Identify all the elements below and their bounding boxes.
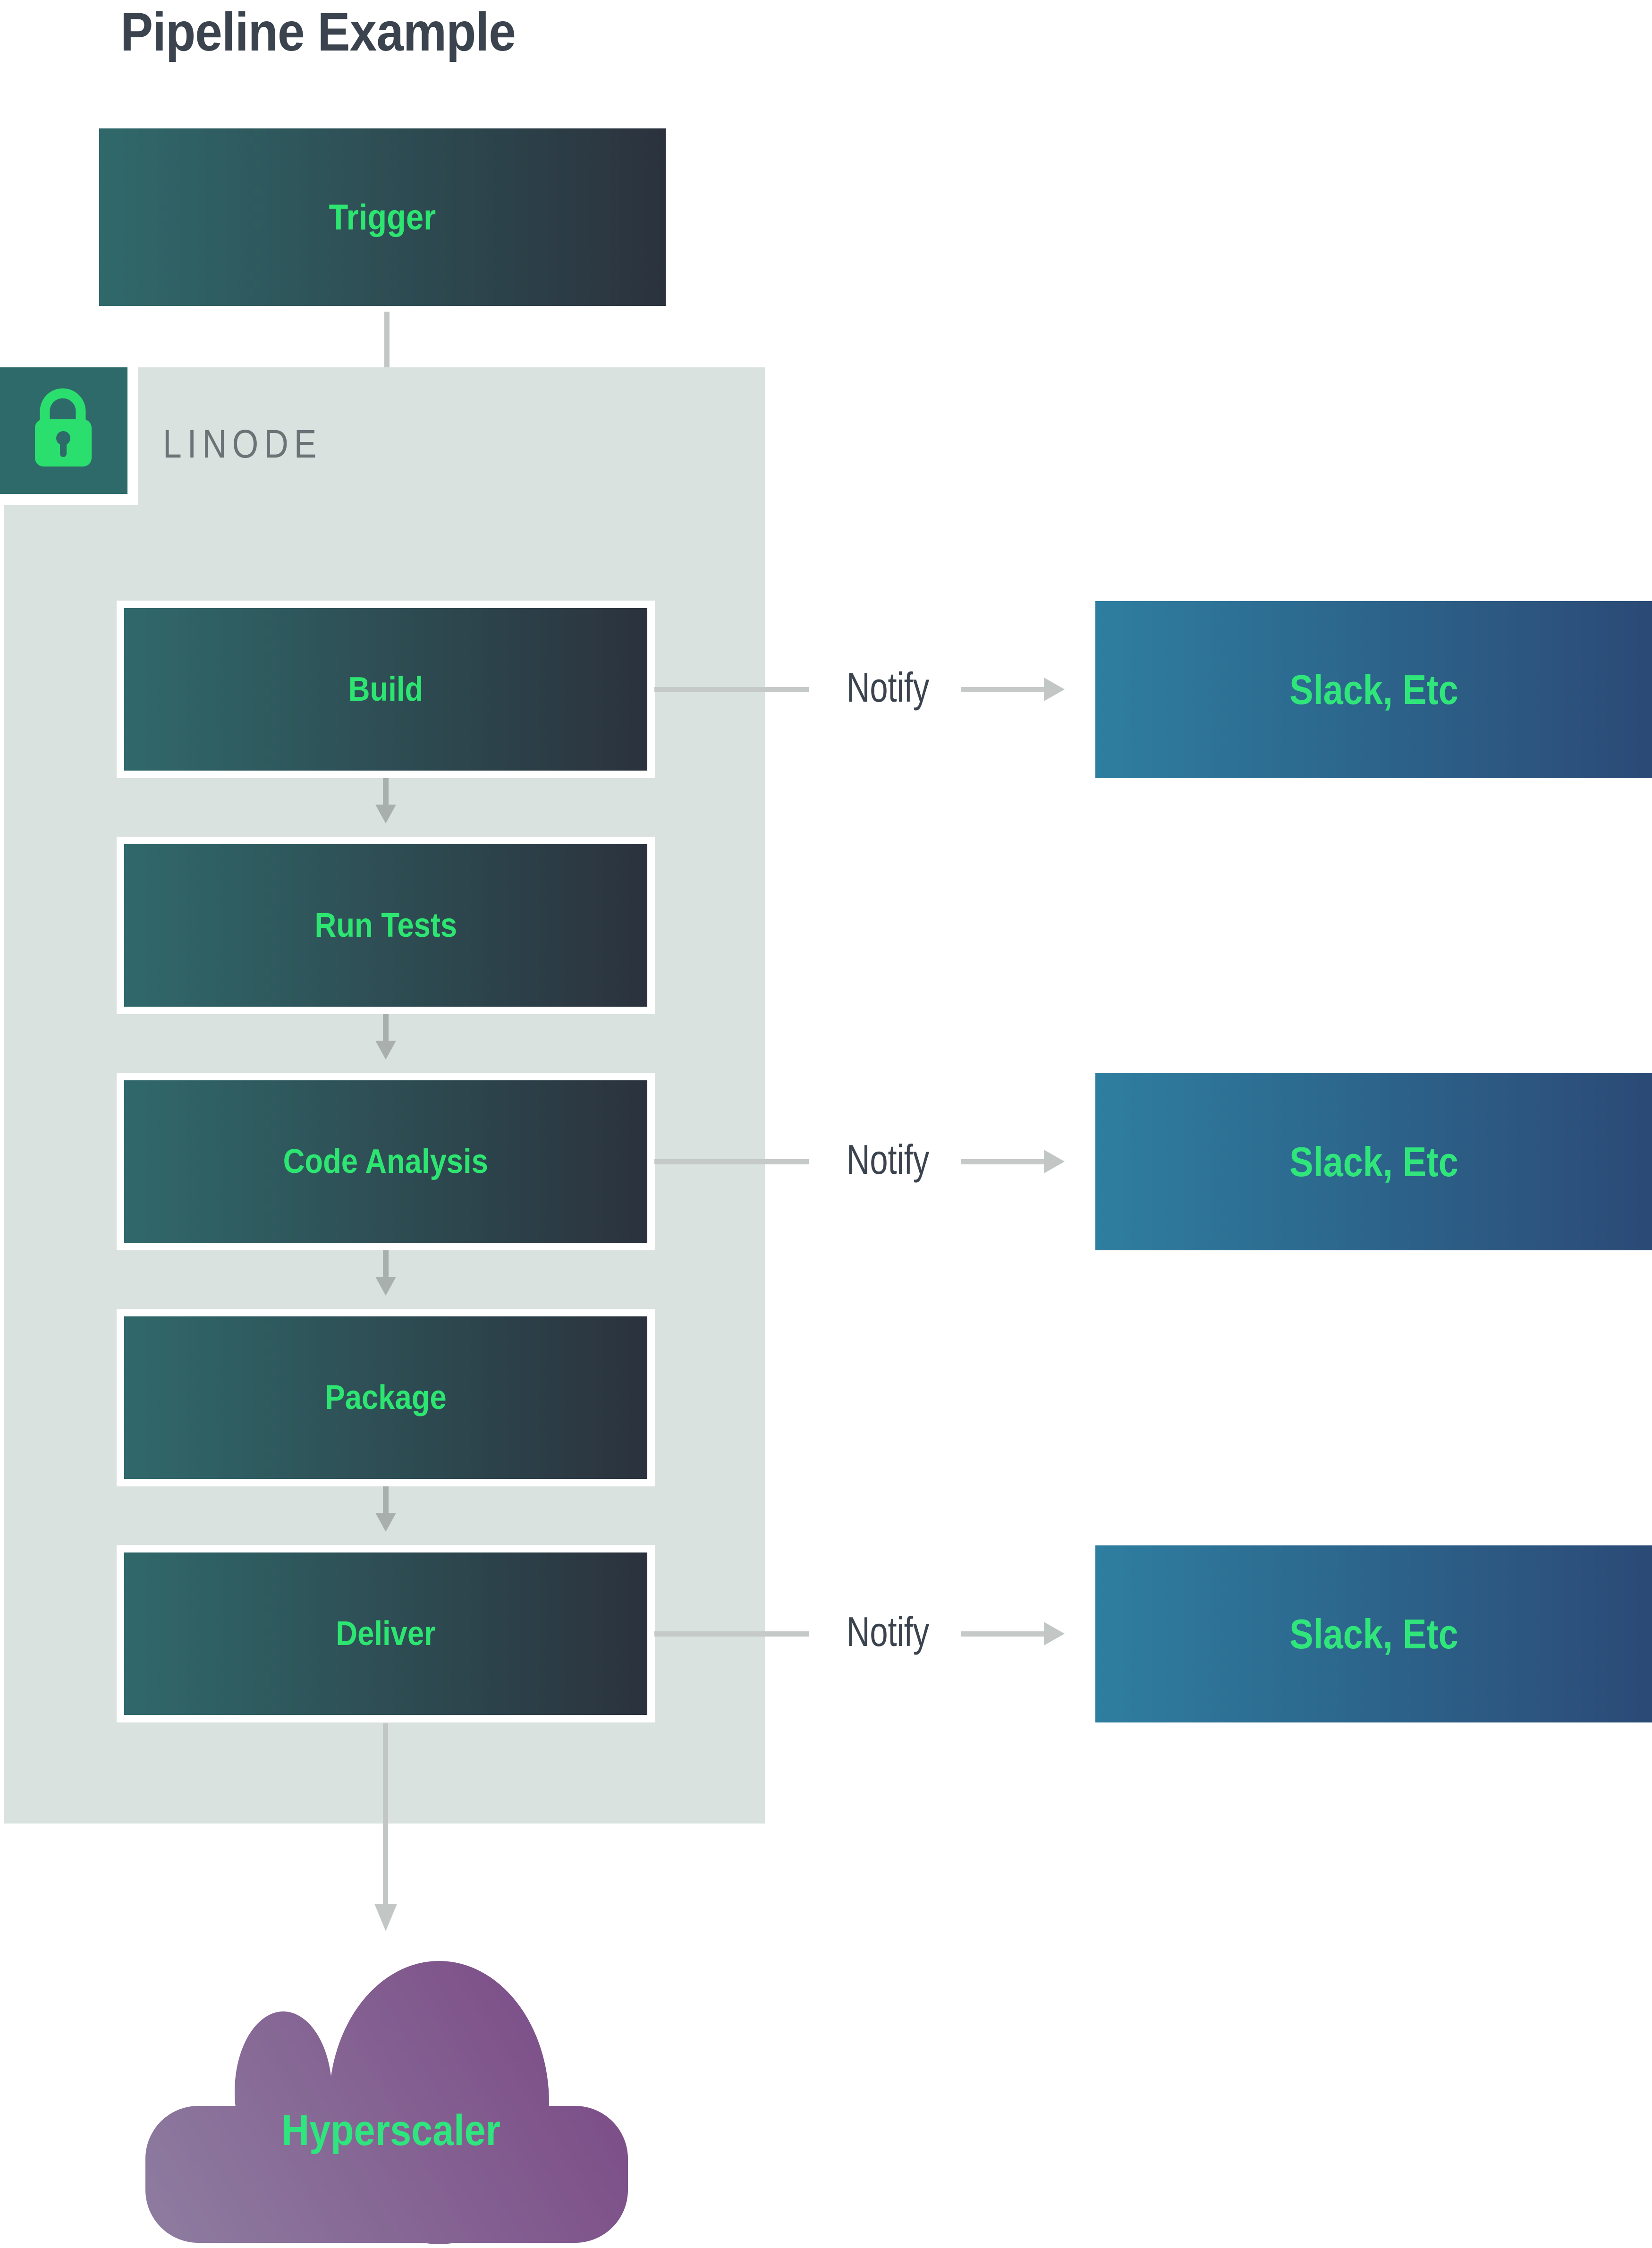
stage-label-build: Build <box>348 670 424 708</box>
linode-label: LINODE <box>163 422 322 466</box>
notify-label-codeanalysis: Notify <box>846 1136 929 1183</box>
stage-node-deliver: Deliver <box>117 1545 655 1722</box>
lock-icon <box>35 388 92 467</box>
slack-label-deliver: Slack, Etc <box>1289 1610 1458 1657</box>
arrow-package-to-deliver <box>383 1486 389 1513</box>
notify-arrow-build-head-icon <box>1044 678 1065 701</box>
notify-arrow-build <box>961 687 1044 692</box>
page-title: Pipeline Example <box>120 2 516 62</box>
stage-label-run-tests: Run Tests <box>314 907 457 944</box>
notify-label-deliver: Notify <box>846 1608 929 1655</box>
slack-node-build: Slack, Etc <box>1095 601 1652 778</box>
stage-label-deliver: Deliver <box>336 1615 436 1653</box>
slack-node-deliver: Slack, Etc <box>1095 1545 1652 1722</box>
notify-arrow-codeanalysis <box>961 1159 1044 1164</box>
arrow-deliver-to-cloud-head-icon <box>374 1904 397 1931</box>
notify-line-deliver <box>654 1631 809 1637</box>
trigger-node: Trigger <box>99 128 666 306</box>
stage-label-code-analysis: Code Analysis <box>283 1143 489 1180</box>
notify-line-codeanalysis <box>654 1159 809 1164</box>
notify-arrow-deliver-head-icon <box>1044 1622 1065 1646</box>
arrow-build-to-runtests-head-icon <box>375 805 396 823</box>
arrow-runtests-to-codeanalysis-head-icon <box>375 1041 396 1060</box>
arrow-package-to-deliver-head-icon <box>375 1513 396 1532</box>
stage-node-package: Package <box>117 1309 655 1486</box>
arrow-deliver-to-cloud <box>383 1723 388 1904</box>
arrow-build-to-runtests <box>383 778 389 805</box>
slack-node-codeanalysis: Slack, Etc <box>1095 1073 1652 1250</box>
stage-label-package: Package <box>325 1379 447 1417</box>
arrow-codeanalysis-to-package-head-icon <box>375 1277 396 1296</box>
arrow-codeanalysis-to-package <box>383 1250 389 1277</box>
notify-label-build: Notify <box>846 664 929 711</box>
slack-label-codeanalysis: Slack, Etc <box>1289 1138 1458 1185</box>
trigger-label: Trigger <box>329 197 436 238</box>
notify-arrow-codeanalysis-head-icon <box>1044 1150 1065 1173</box>
lock-badge <box>0 367 127 494</box>
slack-label-build: Slack, Etc <box>1289 666 1458 713</box>
notify-line-build <box>654 687 809 692</box>
hyperscaler-label: Hyperscaler <box>281 2106 500 2155</box>
stage-node-build: Build <box>117 601 655 778</box>
arrow-runtests-to-codeanalysis <box>383 1014 389 1041</box>
stage-node-run-tests: Run Tests <box>117 837 655 1014</box>
cloud-shape <box>145 1961 628 2244</box>
stage-node-code-analysis: Code Analysis <box>117 1073 655 1250</box>
notify-arrow-deliver <box>961 1631 1044 1637</box>
